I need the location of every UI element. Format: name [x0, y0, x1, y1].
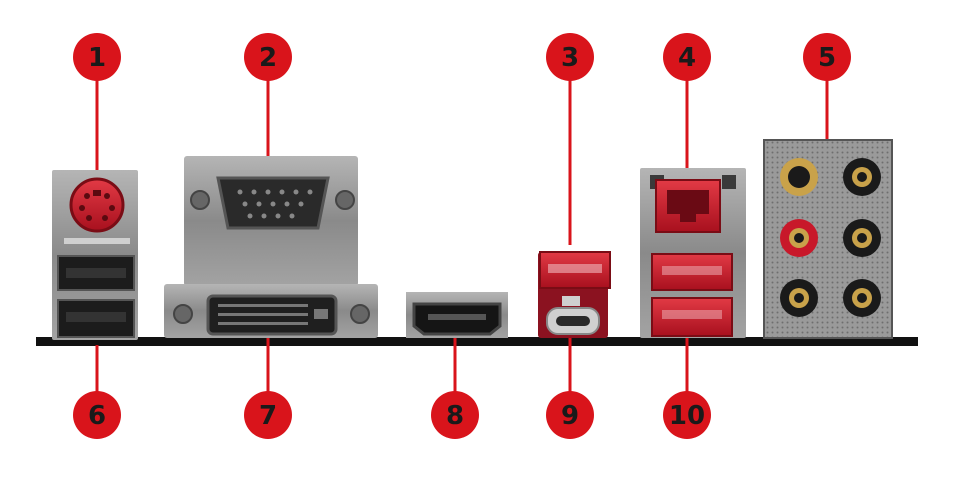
callout-9: 9	[546, 391, 594, 439]
ps2-combo-port[interactable]	[69, 177, 125, 233]
callout-number: 2	[259, 43, 277, 73]
callout-7: 7	[244, 391, 292, 439]
callout-number: 1	[88, 43, 106, 73]
audio-jack[interactable]	[843, 158, 881, 196]
audio-jack[interactable]	[843, 219, 881, 257]
callout-number: 10	[669, 401, 705, 431]
callout-2: 2	[244, 33, 292, 81]
audio-jack[interactable]	[780, 219, 818, 257]
ps2-usb-stack	[52, 170, 138, 340]
callout-number: 8	[446, 401, 464, 431]
callout-number: 7	[259, 401, 277, 431]
callout-number: 9	[561, 401, 579, 431]
audio-jack[interactable]	[780, 279, 818, 317]
audio-jack[interactable]	[780, 158, 818, 196]
usb-a-usb-c-stack	[538, 251, 611, 338]
callout-8: 8	[431, 391, 479, 439]
callout-1: 1	[73, 33, 121, 81]
callout-number: 3	[561, 43, 579, 73]
callout-4: 4	[663, 33, 711, 81]
io-shield-bar	[36, 337, 918, 346]
hdmi-group	[406, 292, 508, 338]
vga-dvi-bracket	[164, 156, 378, 338]
callout-6: 6	[73, 391, 121, 439]
callout-number: 6	[88, 401, 106, 431]
audio-jacks	[763, 139, 893, 339]
callout-number: 4	[678, 43, 696, 73]
callout-10: 10	[663, 391, 711, 439]
callout-3: 3	[546, 33, 594, 81]
callout-number: 5	[818, 43, 836, 73]
lan-usb-stack	[640, 168, 746, 338]
callout-5: 5	[803, 33, 851, 81]
audio-jack[interactable]	[843, 279, 881, 317]
